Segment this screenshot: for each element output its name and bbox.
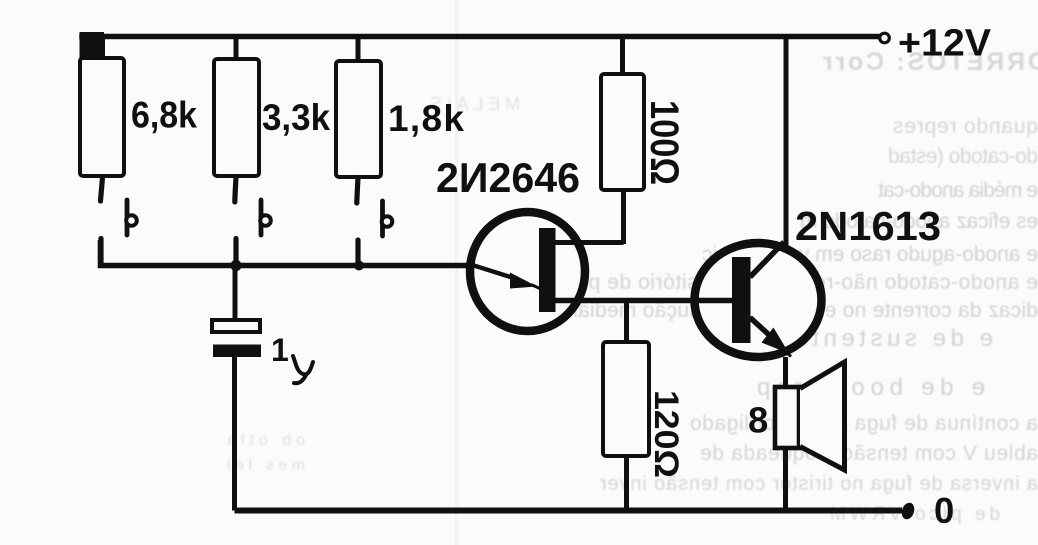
svg-text:mes lei: mes lei [227, 457, 305, 474]
svg-text:a contínua de fuga no tiristor: a contínua de fuga no tiristor ligado [690, 412, 1038, 435]
svg-text:6,8k: 6,8k [131, 95, 197, 136]
svg-text:a inversa de fuga no tiristor: a inversa de fuga no tiristor com tensão… [600, 473, 1038, 495]
svg-text:100Ω: 100Ω [642, 100, 686, 185]
svg-text:1,8k: 1,8k [388, 98, 464, 139]
svg-text:3,3k: 3,3k [262, 97, 330, 138]
svg-text:8: 8 [748, 400, 768, 441]
svg-text:0: 0 [934, 490, 954, 531]
svg-text:+12V: +12V [898, 23, 992, 65]
svg-text:es eficaz anodo-catodo m: es eficaz anodo-catodo m [800, 210, 1038, 233]
svg-text:1: 1 [271, 332, 289, 368]
svg-text:e média anodo-cat: e média anodo-cat [878, 179, 1038, 202]
svg-text:do-catodo (estad: do-catodo (estad [888, 145, 1038, 168]
svg-text:ableu V com tensão bloqueada d: ableu V com tensão bloqueada de [700, 442, 1038, 465]
svg-text:quando repres: quando repres [893, 115, 1038, 138]
svg-text:2И2646: 2И2646 [436, 154, 580, 201]
svg-text:MELAIS: MELAIS [430, 94, 520, 114]
svg-text:2N1613: 2N1613 [795, 203, 941, 249]
svg-text:120Ω: 120Ω [647, 390, 685, 478]
svg-text:CORRETOS: Corr: CORRETOS: Corr [823, 48, 1038, 76]
